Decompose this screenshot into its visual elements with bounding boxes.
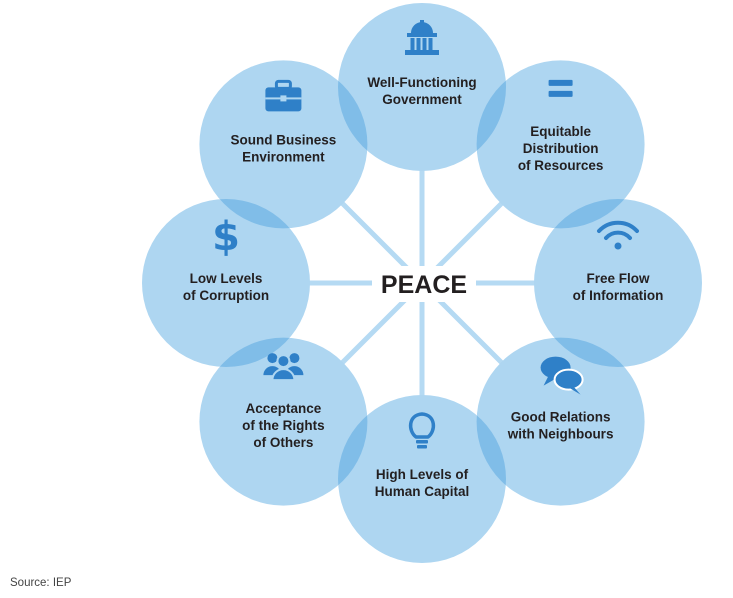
pillar-circle-good-relations-with-neighbours xyxy=(476,337,645,506)
pillar-circle-free-flow-of-information xyxy=(534,199,702,367)
pillar-label-line: of Others xyxy=(253,435,313,450)
pillar-free-flow-of-information: Free Flow of Information xyxy=(573,220,664,303)
pillar-label-line: Environment xyxy=(242,149,325,164)
pillar-circle-high-levels-of-human-capital xyxy=(338,395,506,563)
pillar-label-line: Free Flow xyxy=(586,271,650,286)
pillar-high-levels-of-human-capital: High Levels of Human Capital xyxy=(375,412,470,499)
pillar-circle-low-levels-of-corruption xyxy=(142,199,310,367)
pillar-label-line: Sound Business xyxy=(231,132,337,147)
wifi-icon xyxy=(597,220,639,250)
pillar-label-line: of Corruption xyxy=(183,288,269,303)
pillar-label-line: of Resources xyxy=(518,158,604,173)
pillar-acceptance-of-the-rights-of-others: Acceptance of the Rights of Others xyxy=(242,353,325,450)
lightbulb-icon xyxy=(408,412,436,449)
center-label: PEACE xyxy=(381,271,467,299)
pillar-circle-well-functioning-government xyxy=(338,3,506,171)
pillar-circles xyxy=(142,3,702,563)
pillar-label-line: Well-Functioning xyxy=(367,75,476,90)
government-building-icon xyxy=(405,20,439,55)
pillar-label-line: Human Capital xyxy=(375,484,470,499)
pillar-circle-acceptance-of-the-rights-of-others xyxy=(199,337,368,506)
pillar-label-line: High Levels of xyxy=(376,467,469,482)
equals-icon xyxy=(548,79,573,97)
people-group-icon xyxy=(263,353,304,382)
pillar-low-levels-of-corruption: $ Low Levels of Corruption xyxy=(183,214,269,303)
pillar-label-line: Government xyxy=(382,92,462,107)
pillar-label-line: Equitable xyxy=(530,124,591,139)
speech-bubbles-icon xyxy=(540,356,584,395)
pillar-label-line: with Neighbours xyxy=(507,427,614,442)
pillar-circle-sound-business-environment xyxy=(199,60,368,229)
source-note: Source: IEP xyxy=(10,577,72,589)
center-label-background xyxy=(372,266,476,302)
pillar-label-line: of Information xyxy=(573,288,664,303)
dollar-icon: $ xyxy=(212,214,240,260)
pillar-label-line: of the Rights xyxy=(242,418,325,433)
pillar-label-line: Distribution xyxy=(523,141,599,156)
pillar-contents: Well-FunctioningGovernmentEquitableDistr… xyxy=(183,20,663,499)
briefcase-icon xyxy=(265,79,302,112)
pillar-label-line: Low Levels xyxy=(190,271,263,286)
pillar-label-line: Acceptance xyxy=(246,401,322,416)
pillar-circle-equitable-distribution-of-resources xyxy=(476,60,645,229)
pillar-good-relations-with-neighbours: Good Relations with Neighbours xyxy=(507,356,614,442)
pillar-label-line: Good Relations xyxy=(511,410,611,425)
svg-text:$: $ xyxy=(212,214,240,260)
